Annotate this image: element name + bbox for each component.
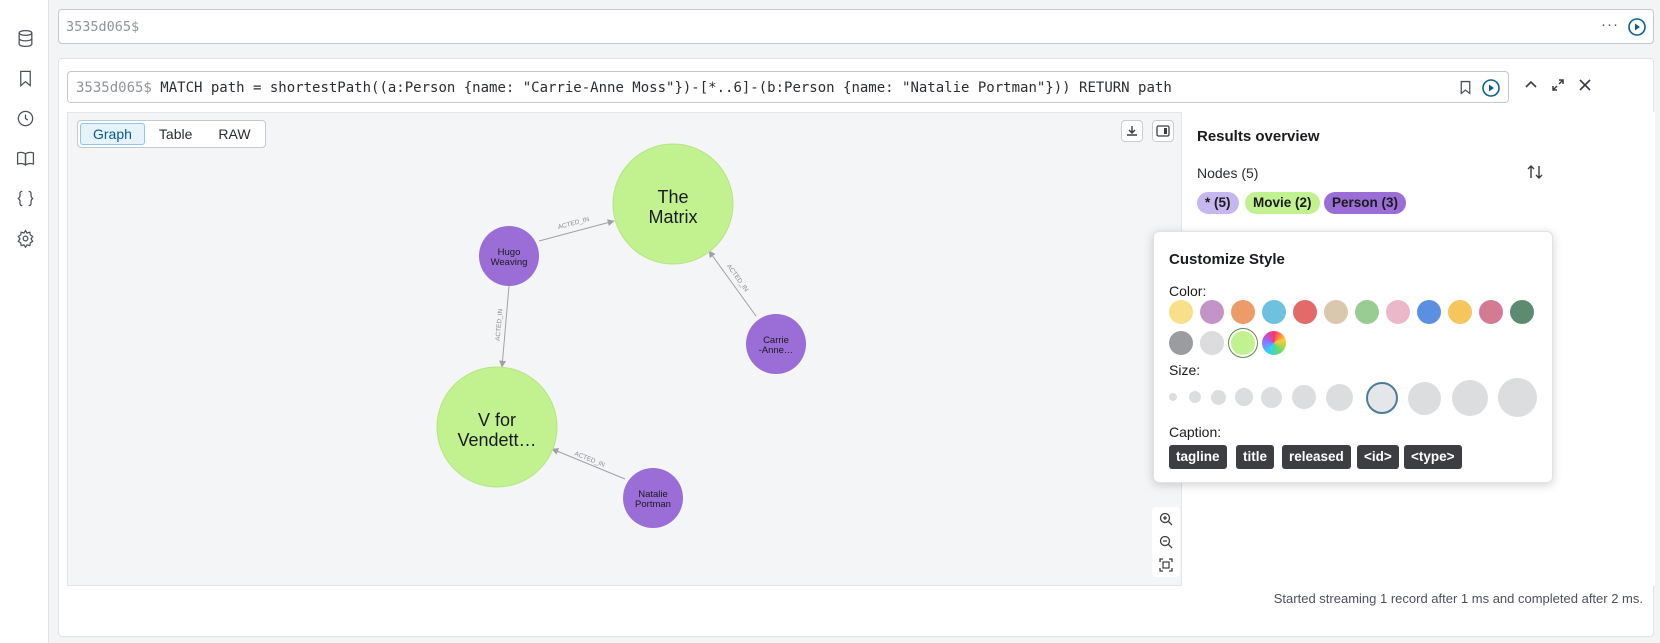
size-option[interactable] xyxy=(1408,382,1441,415)
color-swatch[interactable] xyxy=(1200,331,1224,355)
label-pill-movie[interactable]: Movie (2) xyxy=(1245,192,1320,214)
left-sidebar xyxy=(0,0,49,643)
rel-natalie-vendetta[interactable]: ACTED_IN xyxy=(551,448,626,480)
size-option[interactable] xyxy=(1498,378,1537,417)
rel-hugo-vendetta[interactable]: ACTED_IN xyxy=(495,285,510,368)
caption-option-title[interactable]: title xyxy=(1236,445,1275,469)
color-swatch[interactable] xyxy=(1262,300,1286,324)
main-query-editor[interactable]: 3535d065$ ··· xyxy=(58,9,1654,44)
size-option[interactable] xyxy=(1261,387,1282,408)
braces-icon[interactable] xyxy=(12,185,38,211)
fullscreen-icon[interactable] xyxy=(1548,75,1568,95)
rerun-query-icon[interactable] xyxy=(1481,78,1501,98)
color-swatch[interactable] xyxy=(1169,300,1193,324)
zoom-controls xyxy=(1152,507,1180,577)
svg-text:-Anne…: -Anne… xyxy=(759,345,794,356)
caption-option-released[interactable]: released xyxy=(1282,445,1351,469)
color-swatch-selected[interactable] xyxy=(1231,331,1255,355)
node-v-for-vendetta[interactable]: V for Vendett… xyxy=(436,366,558,488)
svg-text:Carrie: Carrie xyxy=(763,335,789,346)
caption-option-type[interactable]: <type> xyxy=(1404,445,1462,469)
size-option[interactable] xyxy=(1211,390,1226,405)
status-message: Started streaming 1 record after 1 ms an… xyxy=(1273,591,1643,606)
size-option[interactable] xyxy=(1189,391,1201,403)
tab-graph[interactable]: Graph xyxy=(80,123,145,145)
sort-icon[interactable] xyxy=(1526,163,1544,181)
zoom-in-icon[interactable] xyxy=(1157,510,1175,528)
graph-canvas[interactable]: Graph Table RAW ACTED_IN ACTED_IN xyxy=(67,112,1182,586)
graph-svg: ACTED_IN ACTED_IN ACTED_IN ACTED_IN The … xyxy=(436,143,806,528)
tab-raw[interactable]: RAW xyxy=(218,126,251,142)
results-overview-title: Results overview xyxy=(1197,128,1320,145)
size-option[interactable] xyxy=(1326,384,1353,411)
color-swatch[interactable] xyxy=(1355,300,1379,324)
size-label: Size: xyxy=(1169,362,1201,378)
fit-to-screen-icon[interactable] xyxy=(1157,556,1175,574)
customize-style-popup: Customize Style Color: Size: Caption: ta… xyxy=(1153,231,1553,483)
color-swatch[interactable] xyxy=(1293,300,1317,324)
size-option[interactable] xyxy=(1235,388,1253,406)
size-option-selected[interactable] xyxy=(1366,382,1398,414)
color-swatch[interactable] xyxy=(1324,300,1348,324)
svg-text:Weaving: Weaving xyxy=(491,257,528,268)
color-swatch[interactable] xyxy=(1417,300,1441,324)
color-swatch[interactable] xyxy=(1448,300,1472,324)
caption-option-id[interactable]: <id> xyxy=(1357,445,1399,469)
more-options-button[interactable]: ··· xyxy=(1601,16,1619,33)
color-swatch[interactable] xyxy=(1231,300,1255,324)
bookmark-icon[interactable] xyxy=(12,65,38,91)
node-hugo-weaving[interactable]: Hugo Weaving xyxy=(479,226,539,286)
label-pill-person[interactable]: Person (3) xyxy=(1324,192,1407,214)
customize-style-title: Customize Style xyxy=(1169,251,1285,268)
custom-color-picker-icon[interactable] xyxy=(1262,331,1286,355)
node-carrie-anne-moss[interactable]: Carrie -Anne… xyxy=(746,314,806,374)
svg-text:Portman: Portman xyxy=(635,499,671,510)
editor-prompt: 3535d065$ xyxy=(66,19,140,35)
nodes-heading: Nodes (5) xyxy=(1197,165,1259,181)
collapse-frame-icon[interactable] xyxy=(1521,75,1541,95)
rel-hugo-matrix[interactable]: ACTED_IN xyxy=(538,216,615,242)
color-swatch[interactable] xyxy=(1169,331,1193,355)
caption-label: Caption: xyxy=(1169,424,1222,440)
query-text: MATCH path = shortestPath((a:Person {nam… xyxy=(160,80,1172,96)
run-query-icon[interactable] xyxy=(1627,17,1647,37)
history-icon[interactable] xyxy=(12,105,38,131)
download-icon[interactable] xyxy=(1121,120,1143,142)
database-icon[interactable] xyxy=(12,25,38,51)
rel-carrie-matrix[interactable]: ACTED_IN xyxy=(708,250,757,317)
color-label: Color: xyxy=(1169,283,1207,299)
label-pill-all[interactable]: * (5) xyxy=(1197,192,1239,214)
svg-text:Vendett…: Vendett… xyxy=(457,430,536,450)
size-option[interactable] xyxy=(1452,380,1488,416)
svg-text:The: The xyxy=(657,187,688,207)
settings-gear-icon[interactable] xyxy=(12,225,38,251)
zoom-out-icon[interactable] xyxy=(1157,533,1175,551)
node-natalie-portman[interactable]: Natalie Portman xyxy=(623,468,683,528)
svg-text:Natalie: Natalie xyxy=(638,489,668,500)
node-the-matrix[interactable]: The Matrix xyxy=(612,143,734,265)
color-swatch[interactable] xyxy=(1510,300,1534,324)
frame-prompt: 3535d065$ xyxy=(76,80,152,96)
save-favorite-icon[interactable] xyxy=(1457,79,1474,96)
svg-text:V for: V for xyxy=(478,410,516,430)
frame-query-editor[interactable]: 3535d065$ MATCH path = shortestPath((a:P… xyxy=(67,71,1509,103)
color-swatch[interactable] xyxy=(1200,300,1224,324)
close-frame-icon[interactable] xyxy=(1575,75,1595,95)
toggle-panel-icon[interactable] xyxy=(1152,120,1174,142)
svg-text:Matrix: Matrix xyxy=(649,207,698,227)
caption-option-tagline[interactable]: tagline xyxy=(1169,445,1227,469)
svg-text:Hugo: Hugo xyxy=(498,247,521,258)
color-swatch[interactable] xyxy=(1479,300,1503,324)
size-option[interactable] xyxy=(1292,385,1316,409)
book-icon[interactable] xyxy=(12,145,38,171)
view-switcher: Graph Table RAW xyxy=(77,120,266,148)
rel-label: ACTED_IN xyxy=(495,308,505,341)
tab-table[interactable]: Table xyxy=(158,126,193,142)
size-option[interactable] xyxy=(1169,393,1177,401)
color-swatch[interactable] xyxy=(1386,300,1410,324)
